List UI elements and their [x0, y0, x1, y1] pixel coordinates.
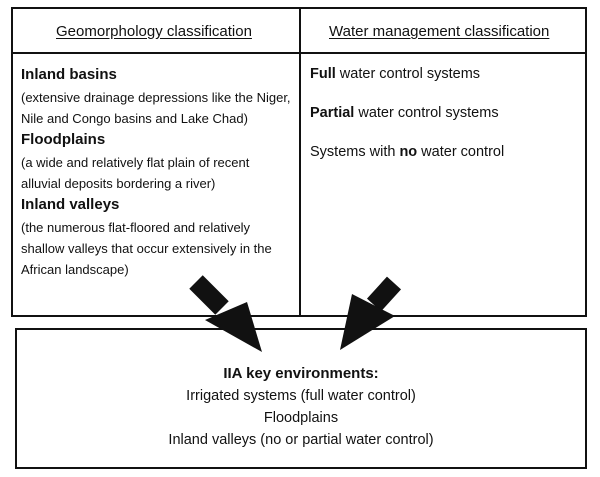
header-divider	[13, 52, 585, 54]
water-management-item-full: Full water control systems	[310, 65, 578, 83]
key-environments-text: IIA key environments: Irrigated systems …	[17, 363, 585, 451]
water-item-keyword: no	[399, 144, 418, 160]
key-environments-box: IIA key environments: Irrigated systems …	[15, 328, 587, 469]
water-item-suffix: water control systems	[335, 66, 481, 82]
column-divider	[299, 9, 301, 315]
geomorphology-item-description: (a wide and relatively flat plain of rec…	[21, 155, 250, 191]
water-item-suffix: water control	[417, 144, 505, 160]
geomorphology-item-title: Floodplains	[21, 131, 106, 148]
geomorphology-header: Geomorphology classification	[56, 23, 252, 40]
classification-table: Geomorphology classification Water manag…	[11, 7, 587, 317]
geomorphology-item-description: (the numerous flat-floored and relativel…	[21, 220, 272, 277]
geomorphology-item-floodplains: Floodplains (a wide and relatively flat …	[21, 130, 291, 194]
key-environment-irrigated: Irrigated systems (full water control)	[186, 388, 416, 404]
water-management-item-none: Systems with no water control	[310, 143, 578, 161]
water-item-suffix: water control systems	[354, 105, 499, 121]
geomorphology-list: Inland basins (extensive drainage depres…	[21, 65, 291, 281]
water-item-keyword: Partial	[310, 105, 355, 121]
water-management-list: Full water control systems Partial water…	[310, 65, 578, 182]
geomorphology-item-title: Inland basins	[21, 66, 117, 83]
water-item-keyword: Full	[310, 66, 336, 82]
geomorphology-item-title: Inland valleys	[21, 196, 120, 213]
key-environment-inland-valleys: Inland valleys (no or partial water cont…	[168, 432, 434, 448]
water-management-item-partial: Partial water control systems	[310, 104, 578, 122]
geomorphology-item-inland-basins: Inland basins (extensive drainage depres…	[21, 65, 291, 129]
water-management-header: Water management classification	[329, 23, 550, 40]
geomorphology-item-description: (extensive drainage depressions like the…	[21, 90, 291, 126]
geomorphology-item-inland-valleys: Inland valleys (the numerous flat-floore…	[21, 195, 291, 280]
key-environment-floodplains: Floodplains	[263, 410, 339, 426]
key-environments-title: IIA key environments:	[223, 365, 379, 382]
water-item-prefix: Systems with	[310, 144, 400, 160]
